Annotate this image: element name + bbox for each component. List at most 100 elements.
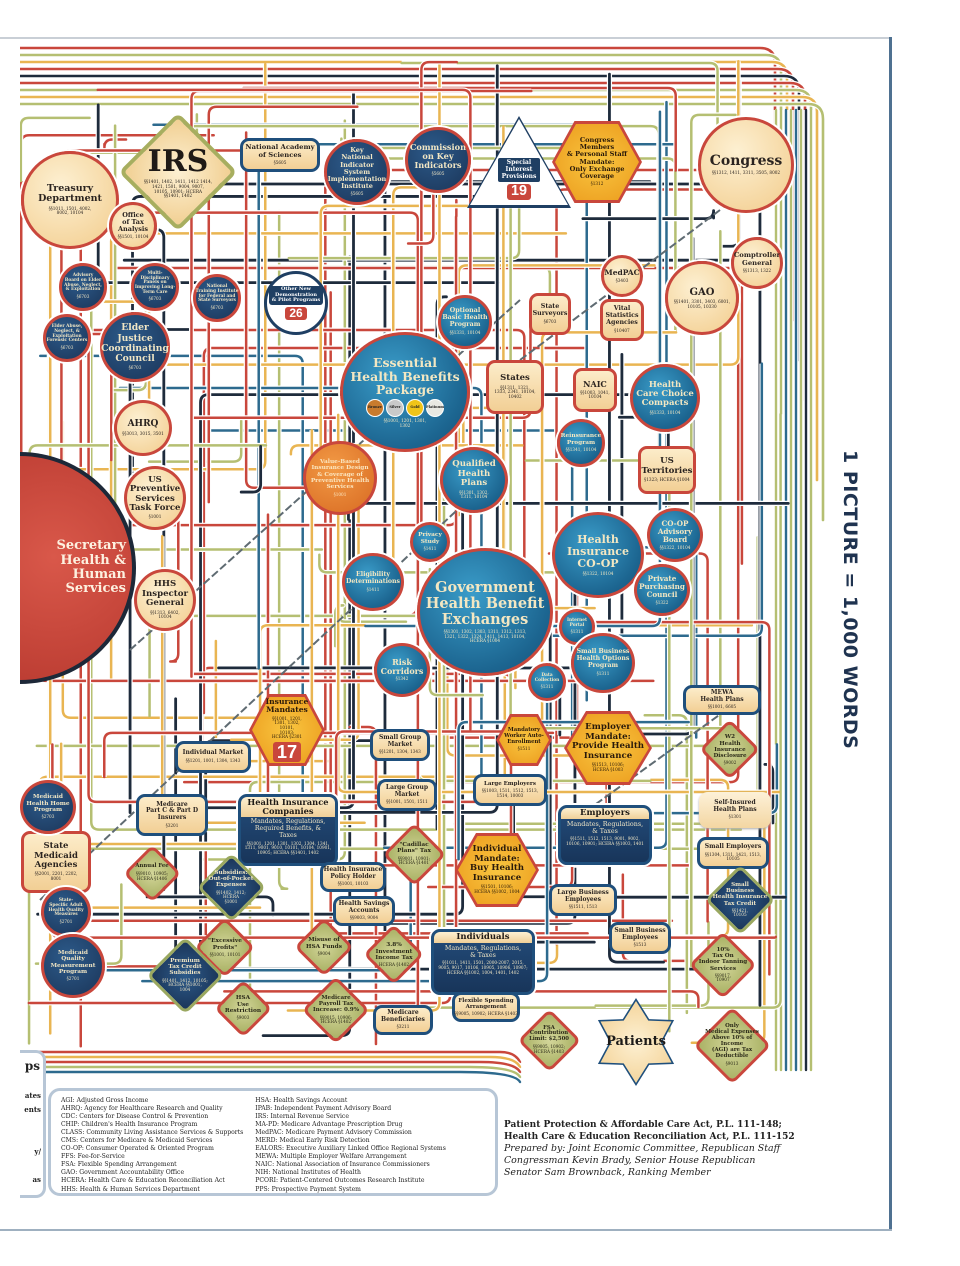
section-references: §6703 [543, 318, 557, 324]
node-content: Optional Basic Health Program§§1331, 101… [440, 306, 489, 337]
node-content: Small Business Health Insurance Tax Cred… [711, 880, 770, 920]
node-mhhp: Medicaid Health Home Program§2703 [20, 780, 76, 834]
node-treasury: Treasury Department§§1011, 1501, 4002, 8… [21, 151, 119, 249]
node-ejcc: Elder Justice Coordinating Council§6703 [100, 312, 170, 382]
section-references: §6703 [148, 296, 162, 302]
node-mhsa: Misuse of HSA Funds§9004 [294, 917, 354, 977]
section-references: §1411 [366, 586, 380, 592]
connector-line [103, 138, 128, 149]
node-title: Small Business Health Insurance Tax Cred… [712, 882, 768, 907]
node-nas: National Academy of Sciences§5605 [240, 138, 320, 172]
node-irs: IRS§§1401, 1402, 1411, 1412 1414, 1421, … [118, 112, 238, 232]
node-title: Special Interest Provisions [497, 158, 541, 183]
node-content: Government Health Benefit Exchanges§§130… [424, 578, 547, 646]
node-title: IRS [147, 144, 209, 180]
abbreviation-entry: AGI: Adjusted Gross Income [61, 1097, 149, 1104]
connector-line [318, 553, 608, 574]
node-content: Subsidies: Out-of-Pocket Expenses§§1402,… [207, 868, 256, 907]
node-content: Reinsurance Program§§1341, 10104 [559, 431, 604, 454]
node-content: Privacy Study§1411 [416, 530, 444, 553]
section-references: §§1001, 1201, 1301, 1302, 1304, 1341, 13… [244, 840, 332, 855]
prepared-by: Prepared by: Joint Economic Committee, R… [504, 1143, 781, 1154]
prepared-by: Senator Sam Brownback, Ranking Member [504, 1167, 711, 1178]
abbreviation-entry: CLASS: Community Living Assistance Servi… [61, 1129, 244, 1137]
abbreviation-entry: MERD: Medical Early Risk Detection [255, 1137, 370, 1145]
node-content: Small Employers§§1304, 1311, 1421, 1513,… [703, 842, 763, 864]
section-references: §§1001, 10101 [209, 952, 241, 958]
node-title: Comptroller General [733, 251, 781, 267]
abbreviation-entry: AHRQ: Agency for Healthcare Research and… [61, 1105, 223, 1113]
connector-line [20, 95, 819, 482]
abbreviation-entry: HHS: Health & Human Services Department [61, 1185, 200, 1193]
section-references: §§1001, 6605 [707, 704, 737, 710]
node-title: Individual Market [182, 749, 244, 757]
node-content: Office of Tax Analysis§§1501, 10104 [116, 210, 151, 242]
node-shape [609, 922, 671, 954]
node-title: Treasury Department [38, 182, 102, 205]
node-secretary: Secretary Health & Human Services [20, 452, 136, 684]
node-shape [417, 548, 553, 676]
node-content: Self-Insured Health Plans§1301 [711, 798, 758, 822]
node-shape [410, 522, 450, 562]
node-shape [683, 685, 761, 715]
node-title: Medicare Part C & Part D Insurers [145, 800, 199, 821]
section-references: §3201 [165, 822, 179, 828]
node-content: IRS§§1401, 1402, 1411, 1412 1414, 1421, … [142, 143, 214, 200]
node-rc: Risk Corridors§1342 [374, 643, 430, 697]
node-title: Risk Corridors [380, 656, 424, 676]
section-references: §§1311, 1321, 1333, 2341, 10104, 10402 [494, 384, 536, 399]
connector-line [20, 1070, 522, 1084]
connector-line [207, 105, 359, 504]
abbreviation-entry: MedPAC: Medicare Payment Advisory Commis… [255, 1129, 412, 1137]
connector-line [141, 683, 549, 983]
node-title: Premium Tax Credit Subsidies [168, 957, 202, 977]
section-references: §1001 [148, 514, 162, 520]
section-references: §§9005, 10902; HCERA §1403 [454, 1010, 518, 1016]
node-title: Medicare Payroll Tax Increase: 0.9% [313, 995, 359, 1014]
node-shape [100, 312, 170, 382]
connector-line [289, 444, 524, 456]
connector-line [575, 620, 771, 976]
node-hsaur: HSA Use Restriction§9003 [214, 979, 272, 1037]
section-references: §§9001, 10901; HCERA §1401 [397, 855, 431, 866]
node-shape [175, 741, 251, 773]
node-cki: Commission on Key Indicators§5605 [405, 127, 471, 193]
section-references: §1342 [395, 676, 409, 682]
node-content: US Preventive Services Task Force§1001 [128, 474, 183, 522]
node-content: Internet Portal§1311 [565, 617, 589, 637]
node-title: US Territories [641, 456, 693, 476]
section-references: §10407 [614, 328, 630, 334]
node-content: Other New Demonstration & Pilot Programs… [267, 284, 325, 322]
node-title: Only Medical Expenses Above 10% of Incom… [705, 1022, 759, 1059]
node-content: Premium Tax Credit Subsidies§§1401, 1412… [160, 956, 210, 995]
connector-line [635, 778, 730, 911]
node-content: Patients [604, 1033, 668, 1051]
abbreviation-entry: CMS: Centers for Medicare & Medicaid Ser… [61, 1137, 213, 1145]
node-mdp: Multi- Disciplinary Panels on Improving … [131, 263, 179, 311]
node-lgm: Large Group Market§§1001, 1501, 1511 [377, 779, 437, 811]
node-title: Optional Basic Health Program [442, 307, 488, 329]
count-badge: 26 [285, 306, 307, 320]
node-shape [373, 1005, 433, 1035]
node-shape [638, 446, 696, 494]
node-title: Health Insurance CO-OP [567, 532, 629, 570]
node-title: Data Collection [534, 672, 560, 683]
node-shape [600, 299, 644, 341]
node-title: National Training Institute for Federal … [195, 284, 239, 304]
node-content: Elder Abuse, Neglect, & Exploitation For… [45, 323, 90, 352]
node-title: Patients [606, 1033, 666, 1049]
connector-line [319, 204, 561, 504]
node-shape [557, 419, 605, 467]
node-shape [324, 139, 390, 205]
node-shape [573, 368, 617, 412]
section-references: §1322 [655, 599, 669, 605]
node-af: Annual Fee§§9010, 10905; HCERA §1406 [123, 844, 181, 902]
connector-line [147, 419, 243, 463]
node-title: Value-Based Insurance Design & Coverage … [310, 458, 370, 491]
node-shape [134, 569, 196, 631]
